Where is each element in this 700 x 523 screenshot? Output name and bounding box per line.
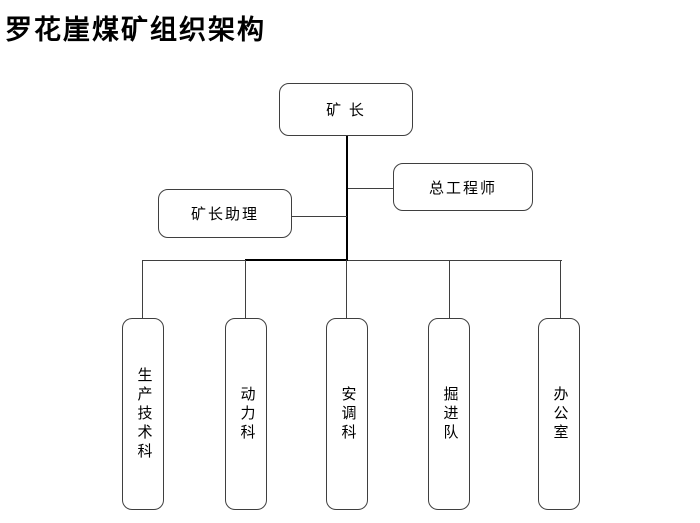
node-dept-office: 办公室 bbox=[538, 318, 580, 510]
node-dept-excavation-team-label: 掘进队 bbox=[441, 385, 458, 443]
node-dept-production-tech-label: 生产技术科 bbox=[135, 366, 152, 462]
connector-distribution bbox=[142, 260, 562, 261]
node-mine-director-label: 矿 长 bbox=[326, 103, 366, 119]
connector-drop-safety bbox=[346, 260, 347, 318]
node-dept-office-label: 办公室 bbox=[551, 385, 568, 443]
node-dept-power-label: 动力科 bbox=[238, 385, 255, 443]
connector-trunk bbox=[346, 136, 348, 261]
node-mine-director: 矿 长 bbox=[279, 83, 413, 136]
node-director-assistant-label: 矿长助理 bbox=[190, 207, 259, 223]
node-chief-engineer: 总工程师 bbox=[393, 163, 533, 211]
connector-drop-office bbox=[560, 260, 561, 318]
connector-drop-power bbox=[245, 260, 246, 318]
connector-chief-engineer bbox=[348, 188, 393, 189]
node-dept-safety-adjustment-label: 安调科 bbox=[339, 385, 356, 443]
connector-drop-excavation bbox=[449, 260, 450, 318]
page-title: 罗花崖煤矿组织架构 bbox=[5, 15, 266, 45]
node-dept-excavation-team: 掘进队 bbox=[428, 318, 470, 510]
node-dept-production-tech: 生产技术科 bbox=[122, 318, 164, 510]
connector-distribution-overlap bbox=[245, 259, 348, 261]
node-dept-power: 动力科 bbox=[225, 318, 267, 510]
node-director-assistant: 矿长助理 bbox=[158, 189, 292, 238]
node-chief-engineer-label: 总工程师 bbox=[428, 180, 497, 197]
connector-drop-production-tech bbox=[142, 260, 143, 318]
connector-assistant bbox=[292, 216, 347, 217]
node-dept-safety-adjustment: 安调科 bbox=[326, 318, 368, 510]
